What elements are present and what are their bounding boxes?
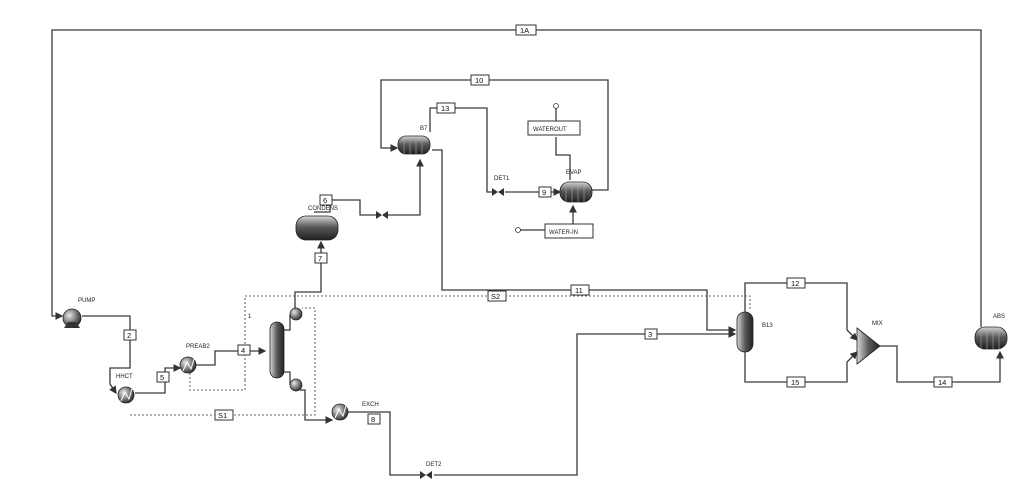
stream-14-text: 14 xyxy=(938,378,946,387)
stream-12-text: 12 xyxy=(791,279,799,288)
hhct-label: HHCT xyxy=(116,374,133,380)
stream-11-text: 11 xyxy=(575,286,583,295)
stream-15-line xyxy=(744,351,858,383)
waterout-box[interactable] xyxy=(527,120,581,136)
column-label: 1 xyxy=(248,314,252,320)
stream-12-line xyxy=(744,282,858,341)
stream-5-text: 5 xyxy=(160,373,164,382)
stream-1a-text: 1A xyxy=(520,26,529,35)
evap-block[interactable] xyxy=(559,181,593,203)
exch-label: EXCH xyxy=(362,402,379,408)
b7-exchanger-block[interactable] xyxy=(397,135,431,155)
valve-condens-icon[interactable] xyxy=(376,211,388,219)
stream-10-line xyxy=(380,79,609,191)
stream-10-text: 10 xyxy=(475,76,483,85)
det1-valve-icon[interactable] xyxy=(492,188,504,196)
stream-heat-loop xyxy=(189,373,246,391)
waterout-label: WATEROUT xyxy=(533,127,567,133)
distillation-column-block[interactable] xyxy=(269,307,303,392)
stream-9-text: 9 xyxy=(542,188,546,197)
stream-label-1a[interactable]: 1A xyxy=(515,24,537,36)
det1-label: DET1 xyxy=(494,176,510,182)
abs-label: ABS xyxy=(993,314,1005,320)
stream-4-text: 4 xyxy=(241,346,245,355)
stream-label-3[interactable]: 3 xyxy=(644,328,658,340)
waterin-label: WATER-IN xyxy=(549,230,578,236)
stream-label-5[interactable]: 5 xyxy=(156,371,170,383)
stream-7-text: 7 xyxy=(318,254,322,263)
stream-label-4[interactable]: 4 xyxy=(237,344,251,356)
stream-label-8[interactable]: 8 xyxy=(367,413,381,425)
stream-label-10[interactable]: 10 xyxy=(470,74,490,86)
stream-2-text: 2 xyxy=(127,331,131,340)
stream-label-6[interactable]: 6 xyxy=(319,194,333,206)
exch-heater-block[interactable] xyxy=(331,403,349,421)
stream-waterout-line xyxy=(555,137,571,180)
stream-13-text: 13 xyxy=(441,104,449,113)
hhct-heater-block[interactable] xyxy=(117,386,135,404)
stream-4-line xyxy=(195,347,267,366)
stream-label-2[interactable]: 2 xyxy=(123,329,137,341)
stream-3-line xyxy=(434,330,737,476)
stream-6-text: 6 xyxy=(323,196,327,205)
stream-6b-line xyxy=(388,158,424,216)
waterin-terminal-icon xyxy=(515,227,521,233)
stream-label-s2[interactable]: S2 xyxy=(487,290,507,302)
waterout-terminal-icon xyxy=(553,103,559,109)
pump-block[interactable] xyxy=(62,308,82,328)
stream-label-11[interactable]: 11 xyxy=(570,284,590,296)
stream-label-13[interactable]: 13 xyxy=(436,102,456,114)
preab2-heater-block[interactable] xyxy=(179,356,197,374)
stream-3-text: 3 xyxy=(648,330,652,339)
det2-valve-icon[interactable] xyxy=(420,471,432,479)
stream-s2-line xyxy=(244,295,751,380)
stream-label-15[interactable]: 15 xyxy=(786,376,806,388)
stream-label-14[interactable]: 14 xyxy=(933,376,953,388)
abs-block[interactable] xyxy=(974,326,1008,350)
stream-14-line xyxy=(880,345,1004,383)
stream-label-7[interactable]: 7 xyxy=(314,252,328,264)
waterin-box[interactable] xyxy=(544,223,594,239)
stream-2-line xyxy=(82,315,131,395)
condens-block[interactable] xyxy=(295,215,339,241)
preab2-label: PREAB2 xyxy=(186,344,210,350)
stream-11-line xyxy=(432,149,737,334)
mix-label: MIX xyxy=(872,321,883,327)
b13-flash-block[interactable] xyxy=(736,311,754,353)
stream-s1-text: S1 xyxy=(218,411,227,420)
stream-s1-line xyxy=(130,307,316,416)
condens-label: CONDENS xyxy=(308,206,338,212)
stream-8-text: 8 xyxy=(371,415,375,424)
det2-label: DET2 xyxy=(426,462,442,468)
mix-block[interactable] xyxy=(856,327,881,365)
stream-13-line xyxy=(429,107,492,193)
stream-s2-text: S2 xyxy=(491,292,500,301)
stream-label-s1[interactable]: S1 xyxy=(214,409,234,421)
b13-label: B13 xyxy=(762,323,773,329)
stream-label-12[interactable]: 12 xyxy=(786,277,806,289)
pump-label: PUMP xyxy=(78,298,95,304)
b7-label: B7 xyxy=(420,126,428,132)
evap-label: EVAP xyxy=(566,170,582,176)
stream-8-line xyxy=(348,411,420,476)
stream-6-line xyxy=(314,199,376,216)
stream-7-line xyxy=(294,240,325,308)
stream-label-9[interactable]: 9 xyxy=(538,186,552,198)
stream-1a-line xyxy=(51,29,982,327)
stream-15-text: 15 xyxy=(791,378,799,387)
stream-bottoms-line xyxy=(300,389,334,424)
